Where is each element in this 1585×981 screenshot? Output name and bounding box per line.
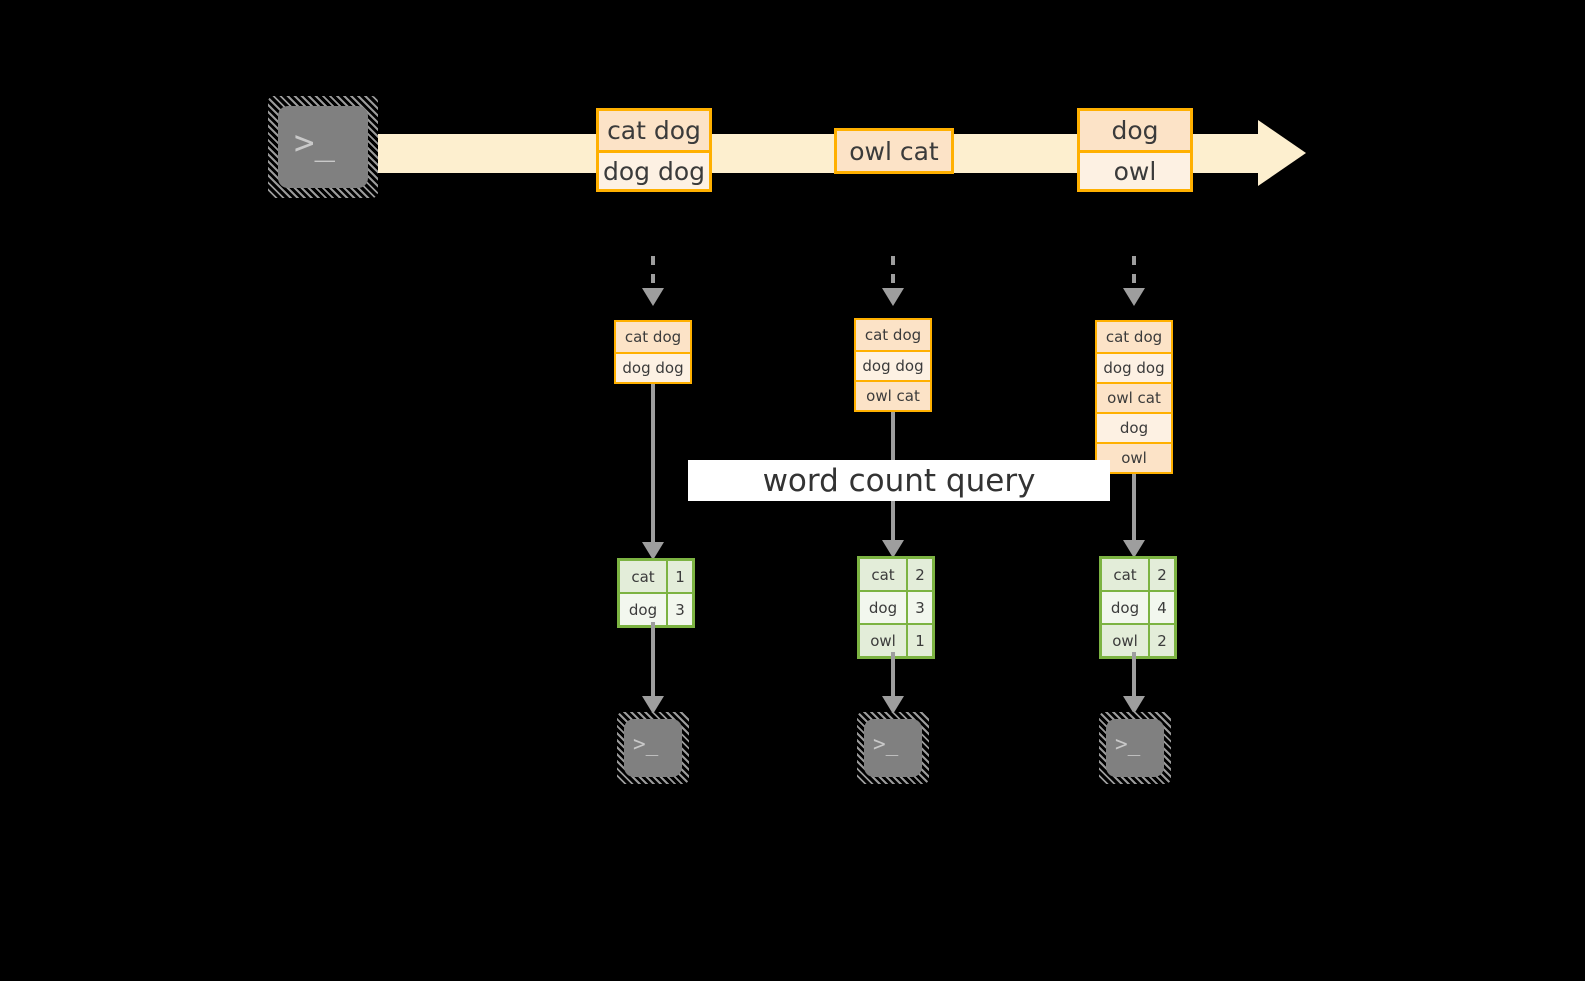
snapshot-1-trigger-line [651, 256, 655, 290]
stream-event-1-line-1: cat dog [599, 111, 709, 150]
snapshot-1-query-line [651, 384, 655, 554]
source-terminal-icon[interactable]: >_ [268, 96, 378, 198]
terminal-body [864, 719, 922, 777]
snapshot-3-table-row: dog dog [1097, 352, 1171, 382]
result-value: 2 [906, 559, 932, 590]
table-row: cat 2 [860, 559, 932, 590]
snapshot-1-result-table[interactable]: cat 1 dog 3 [617, 558, 695, 628]
snapshot-2-table-row: owl cat [856, 380, 930, 410]
snapshot-1-table[interactable]: cat dog dog dog [614, 320, 692, 384]
snapshot-3-table-row: dog [1097, 412, 1171, 442]
snapshot-2-trigger-arrowhead [882, 288, 904, 306]
result-key: cat [860, 559, 906, 590]
table-row: cat 1 [620, 561, 692, 592]
terminal-body [624, 719, 682, 777]
terminal-body [278, 106, 368, 188]
snapshot-2-sink-line [891, 652, 895, 704]
stream-event-2[interactable]: owl cat [834, 128, 954, 174]
terminal-prompt-glyph: >_ [294, 123, 335, 163]
result-key: owl [1102, 625, 1148, 656]
result-value: 3 [906, 592, 932, 623]
result-value: 1 [906, 625, 932, 656]
terminal-body [1106, 719, 1164, 777]
snapshot-1-table-row: dog dog [616, 352, 690, 382]
result-key: dog [860, 592, 906, 623]
table-row: dog 3 [860, 590, 932, 623]
result-value: 1 [666, 561, 692, 592]
snapshot-1-sink-arrowhead [642, 696, 664, 714]
stream-event-3[interactable]: dog owl [1077, 108, 1193, 192]
snapshot-1-table-row: cat dog [616, 322, 690, 352]
terminal-prompt-glyph: >_ [873, 732, 899, 756]
stream-event-1-line-2: dog dog [599, 150, 709, 189]
result-value: 2 [1148, 625, 1174, 656]
snapshot-3-sink-arrowhead [1123, 696, 1145, 714]
snapshot-2-query-arrowhead [882, 540, 904, 558]
table-row: owl 2 [1102, 623, 1174, 656]
stream-arrowhead [1258, 120, 1306, 186]
snapshot-3-trigger-arrowhead [1123, 288, 1145, 306]
result-key: owl [860, 625, 906, 656]
snapshot-1-trigger-arrowhead [642, 288, 664, 306]
result-value: 2 [1148, 559, 1174, 590]
snapshot-1-sink-terminal-icon[interactable]: >_ [617, 712, 689, 784]
result-key: cat [1102, 559, 1148, 590]
result-key: dog [620, 594, 666, 625]
stream-event-3-line-2: owl [1080, 150, 1190, 189]
terminal-prompt-glyph: >_ [633, 732, 659, 756]
table-row: dog 4 [1102, 590, 1174, 623]
table-row: dog 3 [620, 592, 692, 625]
snapshot-3-table-row: owl cat [1097, 382, 1171, 412]
snapshot-3-sink-terminal-icon[interactable]: >_ [1099, 712, 1171, 784]
result-value: 4 [1148, 592, 1174, 623]
result-value: 3 [666, 594, 692, 625]
result-key: dog [1102, 592, 1148, 623]
snapshot-3-sink-line [1132, 652, 1136, 704]
snapshot-2-sink-terminal-icon[interactable]: >_ [857, 712, 929, 784]
snapshot-2-sink-arrowhead [882, 696, 904, 714]
snapshot-3-result-table[interactable]: cat 2 dog 4 owl 2 [1099, 556, 1177, 659]
table-row: owl 1 [860, 623, 932, 656]
snapshot-1-query-arrowhead [642, 542, 664, 560]
stream-event-2-line-1: owl cat [837, 131, 951, 171]
snapshot-3-table[interactable]: cat dog dog dog owl cat dog owl [1095, 320, 1173, 474]
snapshot-2-trigger-line [891, 256, 895, 290]
snapshot-3-table-row: cat dog [1097, 322, 1171, 352]
snapshot-3-query-line [1132, 474, 1136, 552]
snapshot-2-result-table[interactable]: cat 2 dog 3 owl 1 [857, 556, 935, 659]
query-label-banner: word count query [688, 460, 1110, 501]
stream-event-3-line-1: dog [1080, 111, 1190, 150]
snapshot-3-query-arrowhead [1123, 540, 1145, 558]
terminal-prompt-glyph: >_ [1115, 732, 1141, 756]
query-label: word count query [762, 462, 1036, 499]
result-key: cat [620, 561, 666, 592]
stream-event-1[interactable]: cat dog dog dog [596, 108, 712, 192]
snapshot-1-sink-line [651, 622, 655, 704]
snapshot-3-trigger-line [1132, 256, 1136, 290]
snapshot-2-table-row: cat dog [856, 320, 930, 350]
snapshot-2-table[interactable]: cat dog dog dog owl cat [854, 318, 932, 412]
table-row: cat 2 [1102, 559, 1174, 590]
snapshot-2-table-row: dog dog [856, 350, 930, 380]
